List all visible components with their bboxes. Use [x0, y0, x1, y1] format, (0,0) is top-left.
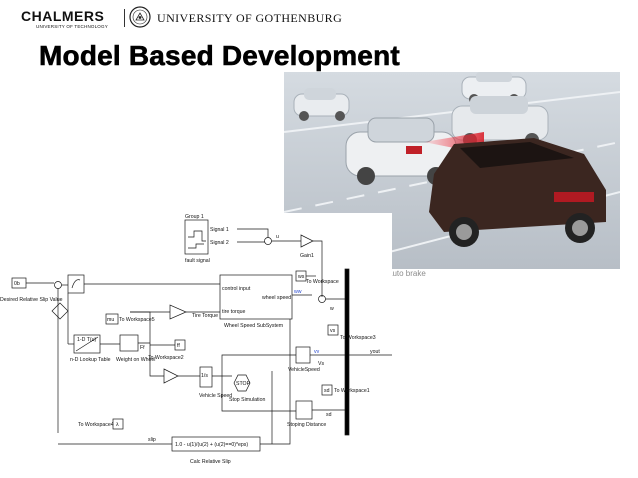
u-signal-label: u [276, 234, 279, 240]
lambda-text: λ [116, 422, 119, 428]
stop-block[interactable] [233, 374, 251, 392]
background-car [293, 88, 350, 121]
stop-text: STOP [236, 381, 251, 387]
logo-divider [124, 9, 125, 27]
tire-torque-label: Tire Torque [192, 313, 218, 319]
vs-text: vs [330, 328, 336, 334]
integrator-block[interactable] [199, 366, 213, 388]
wheel-speed-subsystem-label: Wheel Speed SubSystem [224, 323, 283, 329]
vv-signal-label: vv [314, 349, 320, 355]
calc-expression: 1.0 - u(1)/(u(2) + (u(2)==0)*eps) [175, 442, 248, 448]
wheel-speed-port: wheel speed [262, 295, 291, 301]
chalmers-logo: CHALMERS [21, 8, 105, 24]
gain1-label: Gain1 [300, 253, 314, 259]
ff-text: ff [177, 343, 180, 349]
volvo-suv [429, 138, 606, 247]
simulink-diagram: Group 1 Signal 1 Signal 2 fault signal G… [0, 213, 392, 478]
sd-block[interactable] [321, 384, 333, 396]
lambda-workspace-block[interactable] [112, 418, 124, 430]
to-workspace5-label: To Workspace5 [119, 317, 155, 323]
header: CHALMERS UNIVERSITY OF TECHNOLOGY UNIVER… [0, 0, 638, 36]
tire-torque-port: tire torque [222, 309, 245, 315]
vehicle-speed-label: Vehicle Speed [199, 393, 232, 399]
gain1-block[interactable] [300, 234, 314, 248]
mu-text: mu [107, 317, 114, 323]
control-input-port: control input [222, 286, 251, 292]
mux-bar[interactable] [344, 268, 350, 436]
calc-relative-slip-label: Calc Relative Slip [190, 459, 231, 465]
wheel-speed-subsystem[interactable] [219, 274, 293, 320]
fault-signal-label: fault signal [185, 258, 210, 264]
photo-caption: auto brake [388, 269, 426, 278]
stopping-distance-label: Stoping Distance [287, 422, 326, 428]
ws-text: ws [298, 274, 305, 280]
vehicle-speed-out-label: VehicleSpeed [288, 367, 320, 373]
to-workspace4-label: To Workspace4 [78, 422, 114, 428]
to-workspace1-label: To Workspace1 [334, 388, 370, 394]
signal-builder-block[interactable] [184, 219, 209, 255]
weight-on-wheel-label: Weight on Wheel [116, 357, 155, 363]
yout-label: yout [370, 349, 380, 355]
w-label: w [330, 306, 334, 312]
ff-label: Ff [140, 345, 145, 351]
to-workspace2-label: To Workspace2 [148, 355, 184, 361]
desired-slip-label: Desired Relative Slip Value [0, 297, 63, 303]
gu-seal-icon [129, 6, 151, 28]
signal1-label: Signal 1 [210, 227, 229, 233]
slide-title: Model Based Development [39, 40, 400, 72]
stop-simulation-label: Stop Simulation [229, 397, 265, 403]
mu-block[interactable] [105, 313, 119, 325]
vs-label: Vs [318, 361, 324, 367]
signal2-label: Signal 2 [210, 240, 229, 246]
to-workspace3-label: To Workspace3 [340, 335, 376, 341]
vs-block[interactable] [327, 324, 339, 336]
lookup-fn: 1-D T(u) [77, 337, 96, 343]
gu-logo-text: UNIVERSITY OF GOTHENBURG [157, 11, 343, 25]
chalmers-logo-subtitle: UNIVERSITY OF TECHNOLOGY [36, 24, 108, 29]
to-workspace-label: To Workspace [306, 279, 339, 285]
auto-brake-photo [284, 72, 620, 269]
slip-label: slip [148, 437, 156, 443]
integrator-text: 1/s [201, 373, 208, 379]
mass-gain-block[interactable] [163, 368, 179, 384]
ww-signal-label: ww [294, 289, 302, 295]
group1-label: Group 1 [185, 214, 204, 220]
sd-label: sd [326, 412, 332, 418]
const-value: 0b [14, 281, 20, 287]
sd-text: sd [324, 388, 330, 394]
lookup-table-label: n-D Lookup Table [70, 357, 111, 363]
